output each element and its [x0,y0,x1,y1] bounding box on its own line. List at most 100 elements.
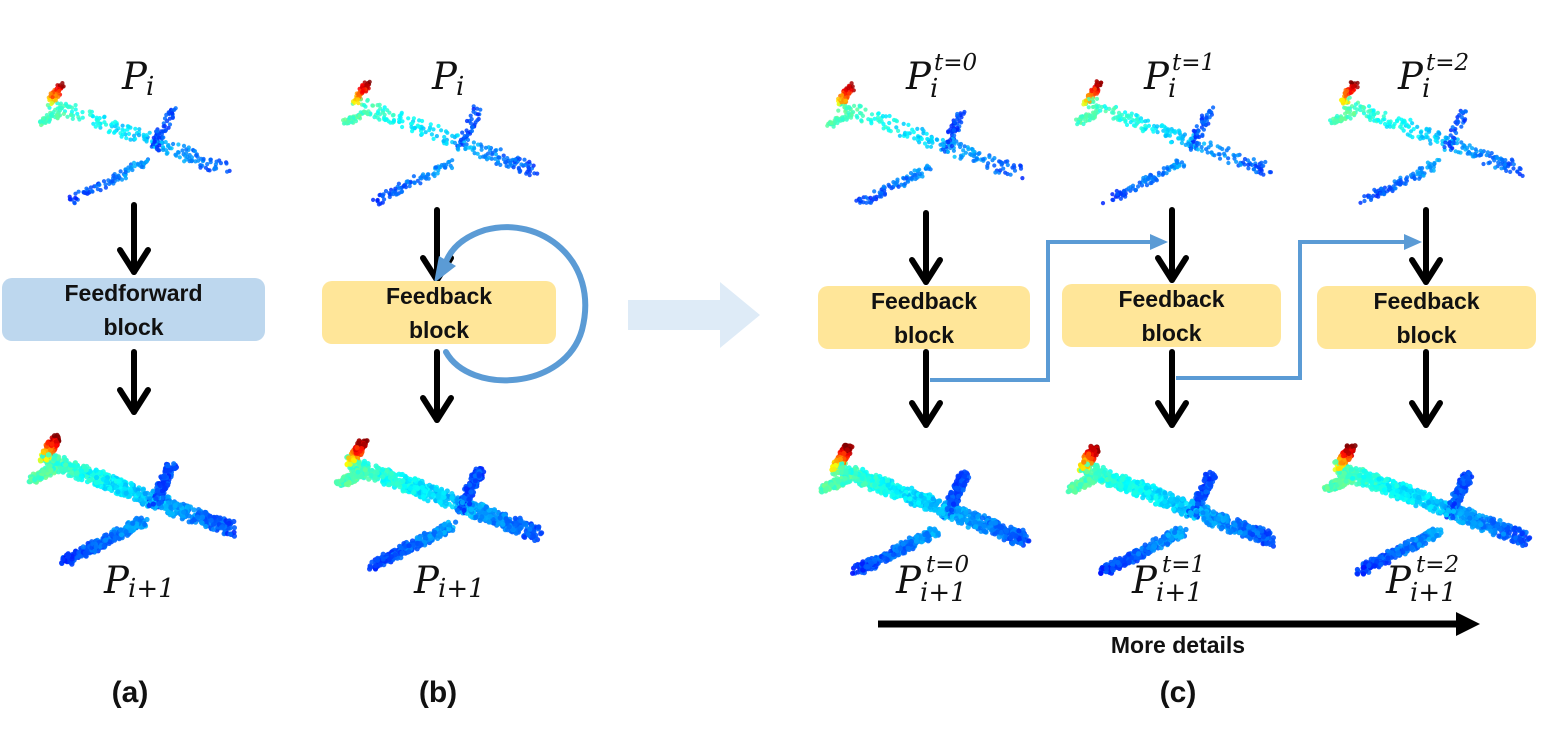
point [1410,135,1415,140]
point [941,143,946,149]
point [50,95,55,100]
point [1133,123,1138,129]
point [848,115,854,120]
point [846,86,851,91]
point [380,110,385,115]
point [115,489,121,495]
point [399,110,404,115]
point [453,519,459,525]
point [93,124,98,129]
point [365,97,370,103]
point [346,455,352,461]
point [1169,164,1174,169]
point [1199,148,1204,153]
point [63,462,69,468]
point [180,148,185,153]
point [333,479,340,485]
point [167,122,173,127]
point [460,494,467,500]
point [971,149,976,154]
point [1203,123,1208,128]
point [1078,114,1083,119]
point [1254,170,1259,175]
point [156,135,161,140]
point [1110,110,1115,115]
point [224,161,229,166]
point [1196,128,1201,133]
point [472,478,478,484]
point [459,499,465,505]
point [169,146,174,151]
point [1367,104,1372,109]
point [530,533,536,539]
point [1504,168,1509,173]
point [1347,95,1352,100]
point [516,165,521,170]
point [53,98,58,103]
point [47,119,52,124]
point [1102,104,1107,109]
point [1197,134,1202,140]
point [1217,152,1222,157]
point [963,150,969,155]
point [503,516,509,522]
point [112,129,118,134]
point [37,458,44,464]
point [396,181,401,186]
point [977,151,982,156]
point [387,475,393,481]
point [192,149,198,154]
point [1406,124,1411,129]
point [386,482,392,488]
point [58,101,64,106]
point [136,490,142,497]
point [177,155,182,160]
point [1246,162,1251,167]
point [1020,176,1025,181]
point [367,79,372,84]
point [370,103,376,108]
point [1428,164,1433,169]
point [1332,121,1337,126]
point [449,491,455,497]
point [1452,136,1457,141]
point [1468,151,1473,156]
point [123,490,129,496]
point [435,492,441,498]
point [477,504,483,510]
point [133,126,138,131]
point [411,174,416,179]
point [1087,113,1093,118]
point [1351,112,1356,117]
point [1211,105,1216,110]
point [498,162,503,167]
point [461,507,467,513]
point [411,489,417,496]
point [1432,160,1437,166]
point [163,503,169,509]
point [38,475,45,481]
point [1092,111,1097,116]
point [356,101,361,106]
point [1234,159,1239,164]
point [106,178,111,183]
point [1339,115,1344,121]
point [187,159,192,164]
point [503,160,508,165]
point [1472,154,1477,159]
point [1155,130,1160,135]
sparse-airplane-point-cloud-icon [825,81,1025,205]
point [1151,129,1156,134]
point [445,130,450,135]
point [162,474,168,480]
point [1130,186,1136,191]
point [350,475,356,481]
point [368,472,374,478]
point [377,562,383,568]
point [1188,147,1193,152]
point [456,143,461,148]
point [226,520,232,526]
point [57,88,62,93]
point [894,125,899,130]
point [1192,129,1197,134]
